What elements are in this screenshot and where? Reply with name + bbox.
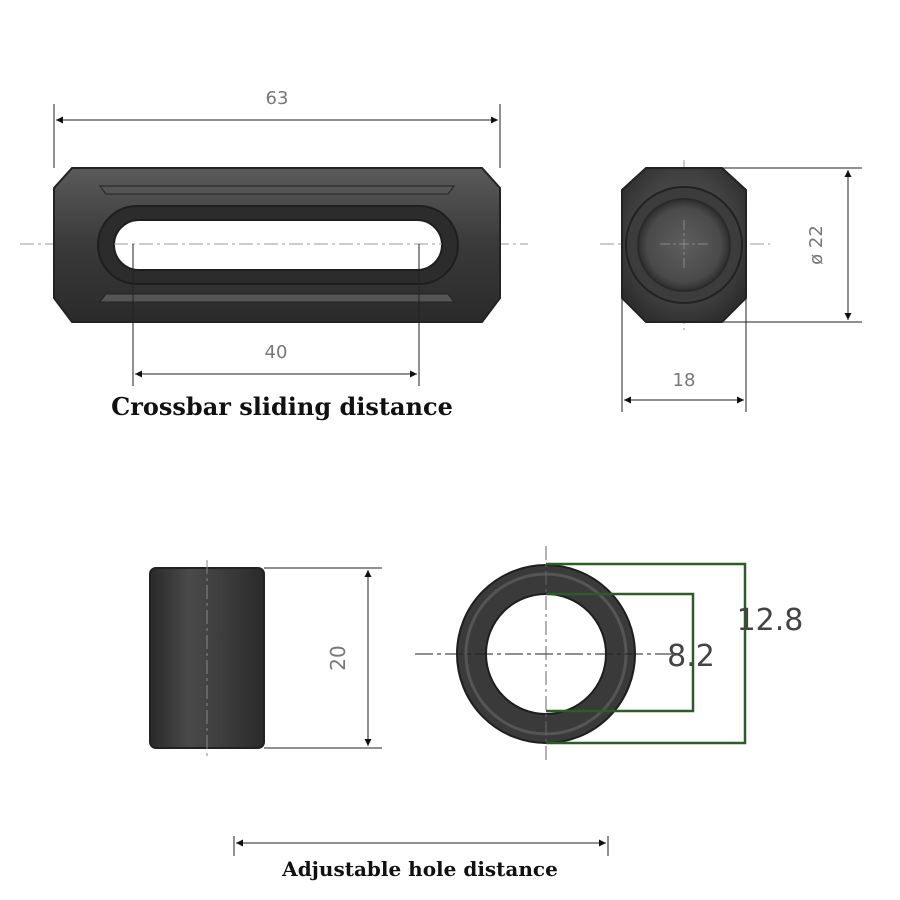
- dimension-18: 18: [621, 298, 747, 412]
- dimension-diameter-22: ø 22: [690, 167, 862, 323]
- ring-dimension-brackets: 12.8 8.2: [546, 562, 804, 745]
- crossbar-side-view: [20, 167, 528, 323]
- dim-label-12-8: 12.8: [737, 603, 804, 638]
- dim-label-40: 40: [265, 342, 288, 363]
- dim-label-63: 63: [266, 88, 289, 109]
- caption-hole: Adjustable hole distance: [281, 857, 558, 881]
- caption-crossbar: Crossbar sliding distance: [111, 392, 453, 421]
- end-view: [600, 160, 770, 330]
- dim-label-8-2: 8.2: [667, 639, 715, 674]
- dim-label-20: 20: [326, 645, 350, 670]
- ring-front-view: [415, 546, 676, 760]
- dim-label-22: ø 22: [806, 225, 827, 265]
- sleeve-side-view: [149, 560, 265, 756]
- dimension-63: 63: [53, 88, 501, 168]
- dim-label-18: 18: [673, 370, 696, 391]
- dimension-20: 20: [264, 567, 382, 749]
- hole-distance-arrow: [233, 836, 609, 856]
- dimension-40: 40: [132, 244, 420, 386]
